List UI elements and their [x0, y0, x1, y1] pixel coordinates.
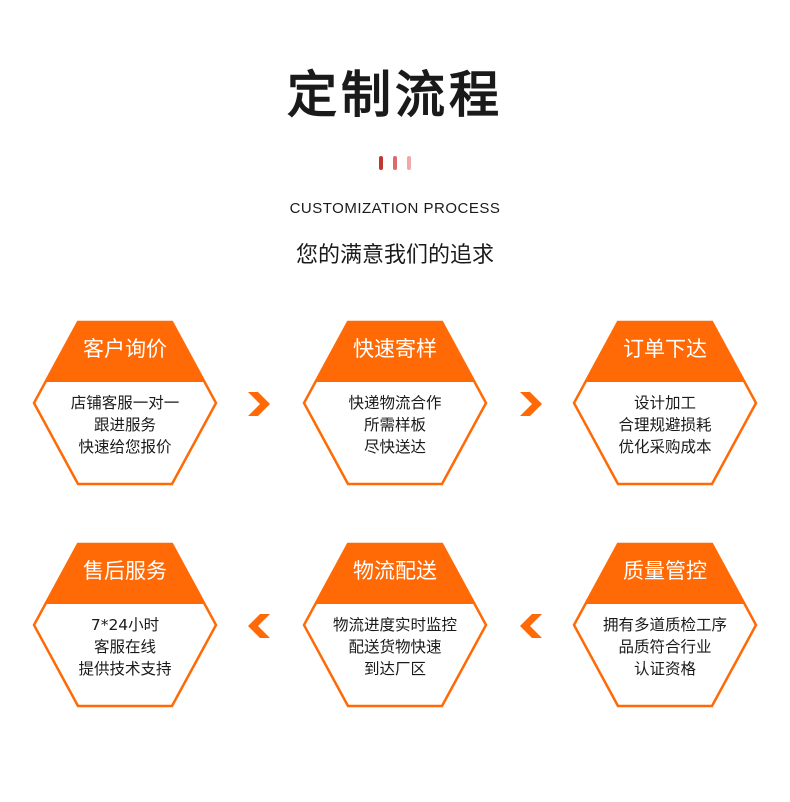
hexagon-shape	[572, 320, 758, 486]
description-line: 物流进度实时监控	[332, 616, 457, 634]
description-line: 设计加工	[633, 394, 696, 412]
step-after-sales: 售后服务 7*24小时 客服在线 提供技术支持	[30, 540, 220, 710]
hexagon-header	[315, 544, 475, 604]
hexagon-shape	[572, 542, 758, 708]
description-line: 尽快送达	[363, 438, 426, 456]
step-place-order: 订单下达 设计加工 合理规避损耗 优化采购成本	[570, 318, 760, 488]
step-fast-sample: 快速寄样 快递物流合作 所需样板 尽快送达	[300, 318, 490, 488]
description-line: 快速给您报价	[78, 438, 172, 456]
description-line: 提供技术支持	[78, 660, 172, 678]
description-line: 认证资格	[633, 660, 696, 678]
description-line: 7*24小时	[90, 616, 160, 634]
description-line: 快递物流合作	[348, 394, 442, 412]
hexagon-header	[585, 322, 745, 382]
step-label: 订单下达	[623, 337, 707, 361]
description-line: 合理规避损耗	[618, 416, 712, 434]
description-line: 优化采购成本	[618, 438, 712, 456]
chevron-shape	[520, 614, 542, 638]
step-logistics: 物流配送 物流进度实时监控 配送货物快速 到达厂区	[300, 540, 490, 710]
english-subtitle: CUSTOMIZATION PROCESS	[289, 200, 501, 217]
chevron-right-icon	[520, 392, 542, 416]
description-line: 到达厂区	[363, 660, 426, 678]
chevron-right-icon	[248, 392, 270, 416]
description-line: 配送货物快速	[348, 638, 442, 656]
tagline: 您的满意我们的追求	[295, 243, 494, 268]
bar-3	[407, 156, 411, 170]
chevron-left-icon	[248, 614, 270, 638]
hexagon-header	[45, 544, 205, 604]
step-label: 客户询价	[83, 337, 167, 361]
chevron-shape	[248, 614, 270, 638]
bar-2	[393, 156, 397, 170]
hexagon-shape	[32, 542, 218, 708]
step-description: 店铺客服一对一 跟进服务 快速给您报价	[40, 392, 210, 458]
hexagon-header	[315, 322, 475, 382]
chevron-left-icon	[520, 614, 542, 638]
description-line: 品质符合行业	[618, 638, 712, 656]
step-description: 7*24小时 客服在线 提供技术支持	[40, 614, 210, 680]
description-line: 跟进服务	[93, 416, 156, 434]
step-description: 设计加工 合理规避损耗 优化采购成本	[580, 392, 750, 458]
hexagon-header	[45, 322, 205, 382]
step-description: 物流进度实时监控 配送货物快速 到达厂区	[310, 614, 480, 680]
description-line: 所需样板	[363, 416, 426, 434]
hexagon-header	[585, 544, 745, 604]
step-label: 快速寄样	[353, 337, 437, 361]
description-line: 拥有多道质检工序	[602, 616, 727, 634]
step-label: 质量管控	[623, 559, 707, 583]
description-line: 店铺客服一对一	[70, 394, 180, 412]
bar-1	[379, 156, 383, 170]
step-label: 售后服务	[83, 559, 167, 583]
description-line: 客服在线	[93, 638, 156, 656]
hexagon-shape	[32, 320, 218, 486]
chevron-shape	[248, 392, 270, 416]
hexagon-shape	[302, 542, 488, 708]
decorative-bars	[0, 156, 790, 170]
hexagon-shape	[302, 320, 488, 486]
step-description: 拥有多道质检工序 品质符合行业 认证资格	[580, 614, 750, 680]
step-label: 物流配送	[353, 559, 437, 583]
page-title: 定制流程	[287, 66, 503, 124]
step-quality-control: 质量管控 拥有多道质检工序 品质符合行业 认证资格	[570, 540, 760, 710]
chevron-shape	[520, 392, 542, 416]
step-customer-inquiry: 客户询价 店铺客服一对一 跟进服务 快速给您报价	[30, 318, 220, 488]
step-description: 快递物流合作 所需样板 尽快送达	[310, 392, 480, 458]
